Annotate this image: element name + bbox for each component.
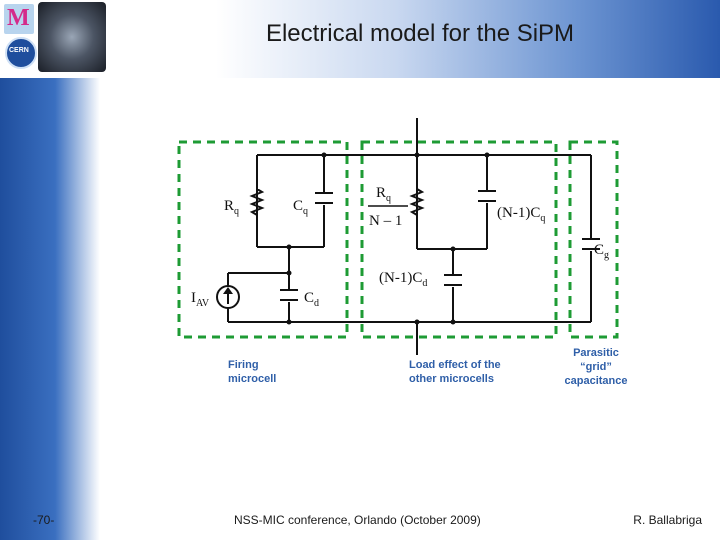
load-caption-line2: other microcells [409, 373, 494, 385]
circuit-wires [227, 118, 592, 347]
rq-n1-resistor [409, 188, 425, 216]
cq-label: Cq [293, 198, 308, 217]
cern-logo-text: CERN [9, 47, 29, 54]
n1cq-label: (N-1)Cq [497, 205, 545, 224]
m-logo: M [4, 4, 34, 34]
cg-label: Cg [594, 242, 609, 261]
parasitic-caption-line2: “grid” [580, 361, 612, 373]
parasitic-caption-line3: capacitance [565, 375, 628, 387]
current-source-arrowhead [223, 287, 233, 294]
iav-label: IAV [191, 290, 210, 309]
parasitic-caption-line1: Parasitic [573, 347, 619, 359]
parasitic-box [568, 140, 619, 339]
header-band [0, 0, 720, 78]
cd-label: Cd [304, 290, 319, 309]
rq-resistor [249, 188, 265, 216]
slide-title: Electrical model for the SiPM [265, 20, 575, 47]
n1cd-label: (N-1)Cd [379, 270, 427, 289]
other-microcells-box [360, 140, 558, 339]
circuit-figure: Rq Cq Rq N – 1 (N-1)Cq Cg (N-1)Cd IAV Cd… [176, 115, 639, 395]
m-logo-letter: M [7, 5, 30, 31]
sipm-circuit-diagram: Rq Cq Rq N – 1 (N-1)Cq Cg (N-1)Cd IAV Cd… [177, 118, 628, 387]
junction-dots [286, 152, 490, 325]
slide-number: -70- [33, 513, 55, 527]
cern-logo: CERN [5, 37, 37, 69]
rq-fraction-denominator: N – 1 [369, 213, 402, 229]
load-caption-line1: Load effect of the [409, 359, 501, 371]
firing-microcell-box [177, 140, 349, 339]
detector-photo [38, 2, 106, 72]
firing-caption-line2: microcell [228, 373, 276, 385]
rq-label: Rq [224, 198, 239, 217]
firing-caption-line1: Firing [228, 359, 259, 371]
footer-conference: NSS-MIC conference, Orlando (October 200… [234, 513, 481, 527]
sidebar-gradient [0, 0, 100, 540]
rq-fraction-numerator: Rq [376, 185, 391, 204]
footer-author: R. Ballabriga [633, 513, 702, 527]
